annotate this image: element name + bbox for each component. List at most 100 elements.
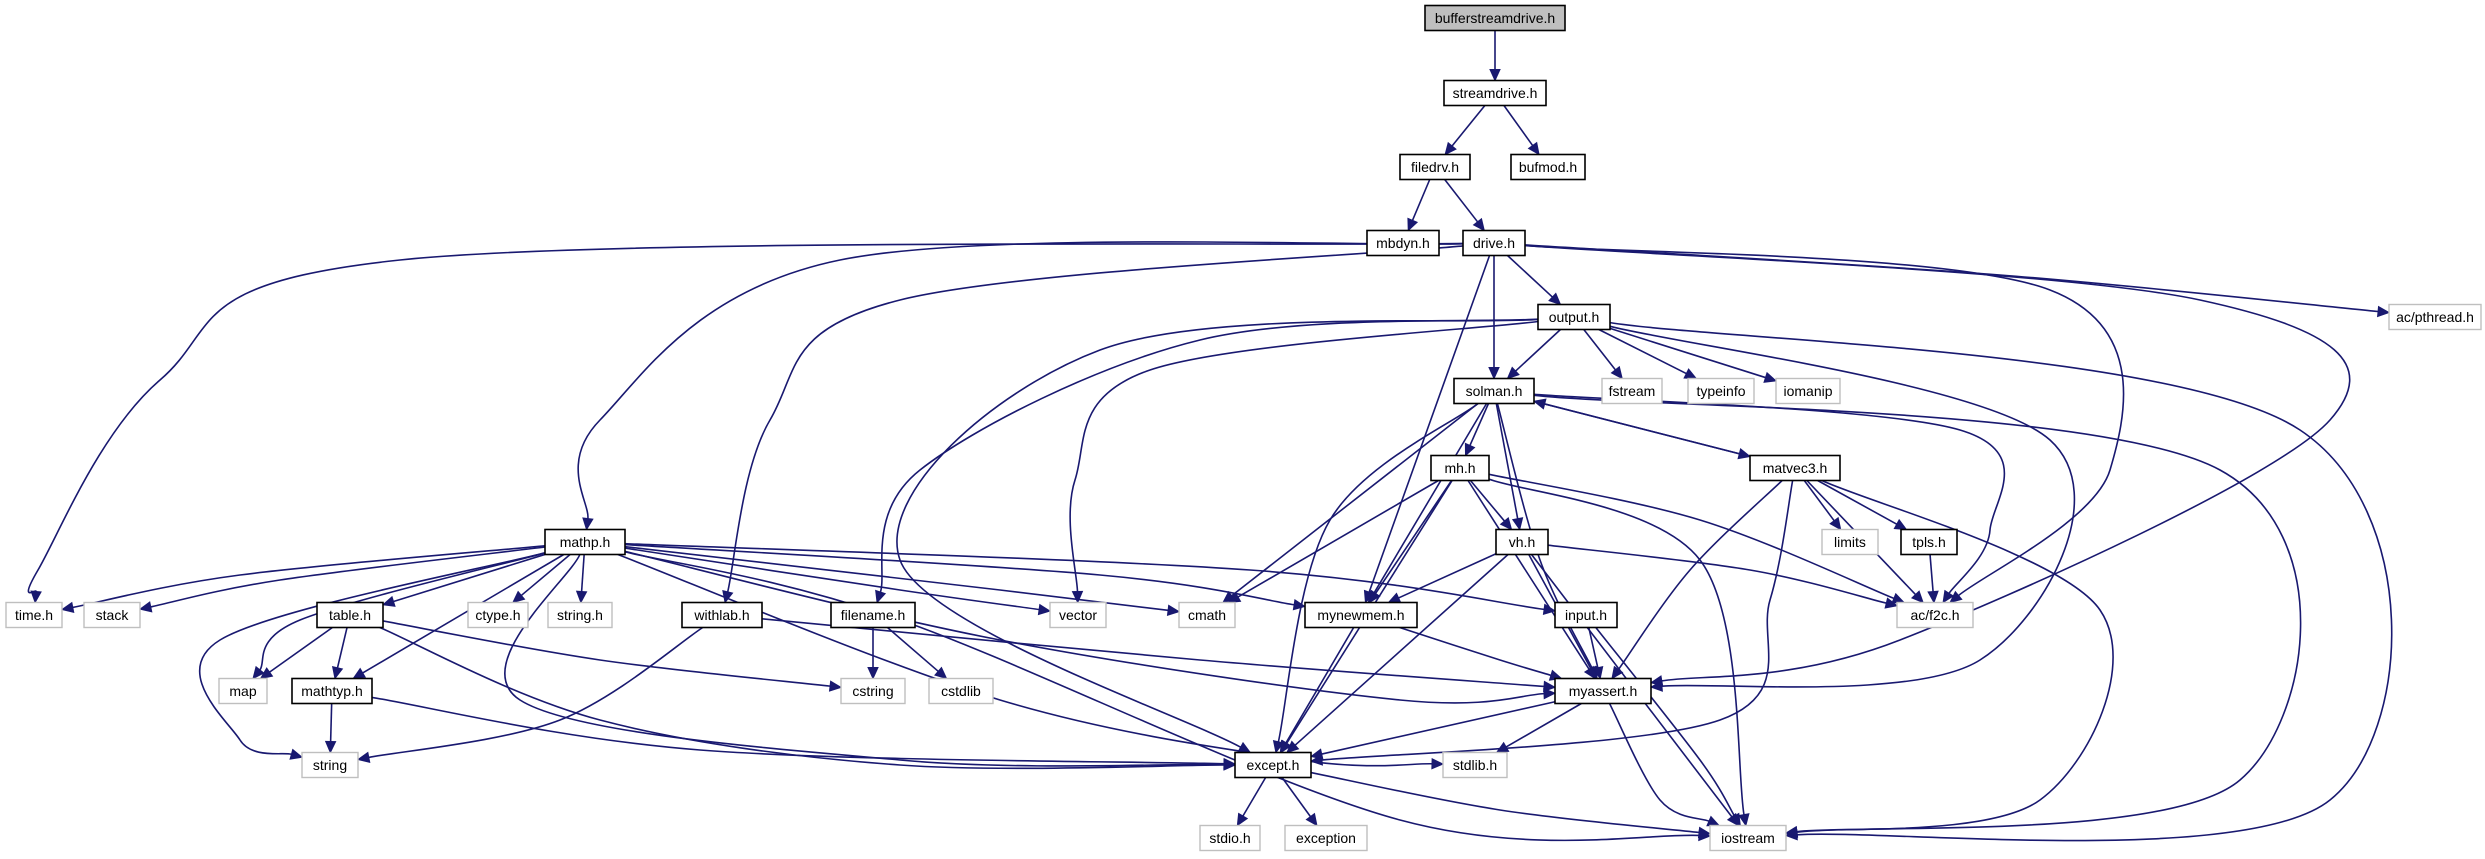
node-table[interactable]: table.h <box>316 601 384 629</box>
node-label: iomanip <box>1783 383 1832 399</box>
edge-mathp-to-mynewmem <box>624 543 1307 611</box>
edge-mh-to-myassert <box>1467 480 1596 680</box>
edge-matvec3-to-iostream <box>1784 479 2114 838</box>
edge-mathp-to-myassert <box>624 550 1557 704</box>
edge-line <box>624 545 1169 612</box>
node-box <box>218 677 268 705</box>
edge-line <box>1495 403 1519 519</box>
node-bufmod[interactable]: bufmod.h <box>1510 153 1586 181</box>
edge-filedrv-to-drive <box>1444 179 1486 232</box>
node-box <box>5 601 63 629</box>
edge-line <box>1488 478 1745 815</box>
node-box <box>1687 377 1755 405</box>
node-label: iostream <box>1721 830 1775 846</box>
edge-arrowhead <box>1784 825 1799 838</box>
node-label: map <box>229 683 256 699</box>
node-filename[interactable]: filename.h <box>830 601 916 629</box>
edge-mathtyp-to-except <box>371 696 1237 770</box>
node-matvec3[interactable]: matvec3.h <box>1749 454 1841 482</box>
edge-arrowhead <box>1495 741 1510 754</box>
edge-line <box>1321 480 1794 761</box>
edge-streamdrive-to-bufmod <box>1503 105 1540 156</box>
node-label: fstream <box>1609 383 1656 399</box>
edge-arrowhead <box>1444 141 1457 156</box>
edge-tpls-to-f2c <box>1927 554 1939 604</box>
node-withlab[interactable]: withlab.h <box>681 601 763 629</box>
edge-arrowhead <box>1037 603 1052 616</box>
edge-arrowhead <box>1548 292 1562 306</box>
node-box <box>681 601 763 629</box>
edge-mynewmem-to-myassert <box>1399 626 1563 681</box>
node-vh[interactable]: vh.h <box>1495 528 1549 556</box>
node-timeh: time.h <box>5 601 63 629</box>
node-exception: exception <box>1284 824 1368 852</box>
edge-arrowhead <box>1071 590 1084 604</box>
node-mynewmem[interactable]: mynewmem.h <box>1304 601 1418 629</box>
node-solman[interactable]: solman.h <box>1453 377 1535 405</box>
edge-solman-to-vh <box>1495 403 1524 531</box>
node-myassert[interactable]: myassert.h <box>1554 677 1652 705</box>
node-output[interactable]: output.h <box>1537 303 1611 331</box>
node-input[interactable]: input.h <box>1554 601 1618 629</box>
node-mathtyp[interactable]: mathtyp.h <box>291 677 373 705</box>
node-iostream: iostream <box>1709 824 1787 852</box>
edge-arrowhead <box>1891 592 1906 604</box>
node-label: drive.h <box>1473 235 1515 251</box>
node-mh[interactable]: mh.h <box>1430 454 1490 482</box>
node-bufferstreamdrive[interactable]: bufferstreamdrive.h <box>1424 4 1566 32</box>
node-box <box>1601 377 1663 405</box>
node-label: time.h <box>15 607 53 623</box>
edge-except-to-stdio <box>1236 777 1267 827</box>
node-except[interactable]: except.h <box>1234 751 1312 779</box>
edge-drive-to-output <box>1506 254 1562 306</box>
node-fstream: fstream <box>1601 377 1663 405</box>
node-streamdrive[interactable]: streamdrive.h <box>1443 79 1547 107</box>
node-label: output.h <box>1549 309 1600 325</box>
edge-table-to-cstring <box>382 620 843 692</box>
edge-line <box>1277 402 1479 742</box>
edge-line <box>1598 328 1687 375</box>
edge-arrowhead <box>1949 590 1963 604</box>
node-label: tpls.h <box>1912 534 1945 550</box>
edge-line <box>624 543 1295 606</box>
edge-arrowhead <box>1368 589 1381 604</box>
node-drive[interactable]: drive.h <box>1462 229 1526 257</box>
edge-arrowhead <box>1706 815 1721 827</box>
edge-line <box>577 241 1464 519</box>
node-box <box>547 601 613 629</box>
edge-line <box>624 550 1545 704</box>
edge-output-to-vector <box>1069 320 1539 604</box>
edge-line <box>624 542 1545 611</box>
edge-withlab-to-string <box>356 626 704 763</box>
edge-arrowhead <box>1910 590 1924 604</box>
edge-table-to-mathtyp <box>331 627 348 680</box>
node-map: map <box>218 677 268 705</box>
edge-line <box>1533 393 2006 594</box>
edge-table-to-map <box>259 626 333 680</box>
node-label: except.h <box>1247 757 1300 773</box>
edge-line <box>1506 254 1553 298</box>
node-label: matvec3.h <box>1763 460 1828 476</box>
edge-line <box>1285 627 1355 744</box>
node-stdlib: stdlib.h <box>1442 751 1508 779</box>
node-filedrv[interactable]: filedrv.h <box>1399 153 1471 181</box>
node-box <box>1453 377 1535 405</box>
nodes-layer: bufferstreamdrive.h streamdrive.h filedrv.… <box>5 4 2482 852</box>
edge-line <box>1373 403 1488 594</box>
node-cstdlib: cstdlib <box>928 677 994 705</box>
node-tpls[interactable]: tpls.h <box>1900 528 1958 556</box>
edge-arrowhead <box>331 665 344 680</box>
node-mbdyn[interactable]: mbdyn.h <box>1366 229 1440 257</box>
node-mathp[interactable]: mathp.h <box>544 528 626 556</box>
node-box <box>83 601 141 629</box>
edge-arrowhead <box>1431 757 1445 770</box>
node-label: stack <box>96 607 130 623</box>
node-label: typeinfo <box>1696 383 1745 399</box>
node-label: cstdlib <box>941 683 981 699</box>
edge-line <box>1803 480 1835 522</box>
node-box <box>1900 528 1958 556</box>
edge-line <box>1929 554 1934 592</box>
node-box <box>544 528 626 556</box>
edge-mh-to-iostream <box>1488 478 1750 827</box>
edge-line <box>1368 255 1491 593</box>
